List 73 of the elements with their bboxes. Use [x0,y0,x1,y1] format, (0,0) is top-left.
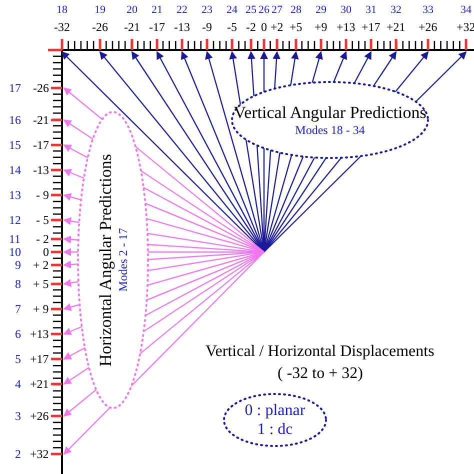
displacement-value: 0 [43,246,49,258]
axis-caption: Vertical / Horizontal Displacements [206,344,434,360]
mode-number: 20 [126,4,138,16]
displacement-value: +32 [30,448,49,460]
displacement-value: +2 [270,21,284,33]
mode-number: 7 [15,303,21,315]
mode-number: 33 [422,4,434,16]
displacement-value: +21 [30,378,49,390]
displacement-value: -32 [54,21,70,33]
displacement-value: +13 [336,21,356,33]
mode-number: 28 [290,4,302,16]
mode-number: 31 [366,4,376,16]
mode-range: Modes 2 - 17 [116,228,130,292]
displacement-value: -21 [33,114,49,126]
mode-number: 5 [15,353,21,365]
displacement-value: -17 [33,139,49,151]
displacement-value: +17 [30,353,49,365]
mode-number: 23 [202,4,212,16]
axis-caption: ( -32 to + 32) [278,366,363,382]
displacement-value: -2 [246,21,256,33]
displacement-value: -13 [33,164,49,176]
mode-number: 13 [9,189,21,201]
displacement-value: 0 [261,21,267,33]
group-title: Horizontal Angular Predictions [96,154,116,366]
mode-number: 9 [15,259,21,271]
mode-number: 25 [246,4,256,16]
displacement-value: - 2 [36,233,49,245]
displacement-value: -17 [149,21,165,33]
mode-number: 15 [9,139,21,151]
mode-number: 4 [15,378,21,390]
displacement-value: +21 [386,21,406,33]
mode-number: 22 [176,4,188,16]
mode-number: 14 [9,164,21,176]
mode-number: 29 [316,4,326,16]
group-title: Vertical Angular Predictions [234,102,426,123]
mode-note: 1 : dc [257,420,293,440]
mode-note: 0 : planar [244,400,306,420]
displacement-value: +13 [30,328,49,340]
displacement-value: +5 [290,21,302,33]
displacement-value: +9 [314,21,328,33]
displacement-value: -21 [124,21,140,33]
mode-number: 12 [9,214,21,226]
mode-number: 18 [56,4,68,16]
displacement-value: -13 [174,21,190,33]
displacement-value: -9 [202,21,212,33]
displacement-value: + 5 [33,278,49,290]
mode-number: 19 [94,4,106,16]
mode-number: 8 [15,278,21,290]
displacement-value: +26 [30,410,49,422]
displacement-value: + 9 [33,303,49,315]
displacement-value: - 9 [36,189,49,201]
mode-range: Modes 18 - 34 [295,123,365,138]
mode-number: 6 [15,328,21,340]
displacement-value: +26 [418,21,438,33]
displacement-value: -26 [92,21,108,33]
mode-number: 17 [9,82,21,94]
mode-number: 3 [15,410,21,422]
displacement-value: + 2 [33,259,49,271]
displacement-value: -5 [227,21,237,33]
mode-number: 10 [9,246,21,258]
displacement-value: - 5 [36,214,49,226]
mode-number: 16 [9,114,21,126]
displacement-value: +17 [362,21,380,33]
mode-number: 11 [9,233,21,245]
mode-number: 26 [258,4,270,16]
mode-number: 24 [226,4,238,16]
mode-number: 27 [272,4,282,16]
mode-number: 21 [152,4,162,16]
mode-number: 2 [15,448,21,460]
displacement-value: -26 [33,82,49,94]
mode-number: 30 [340,4,352,16]
mode-number: 32 [390,4,402,16]
mode-number: 34 [460,4,472,16]
